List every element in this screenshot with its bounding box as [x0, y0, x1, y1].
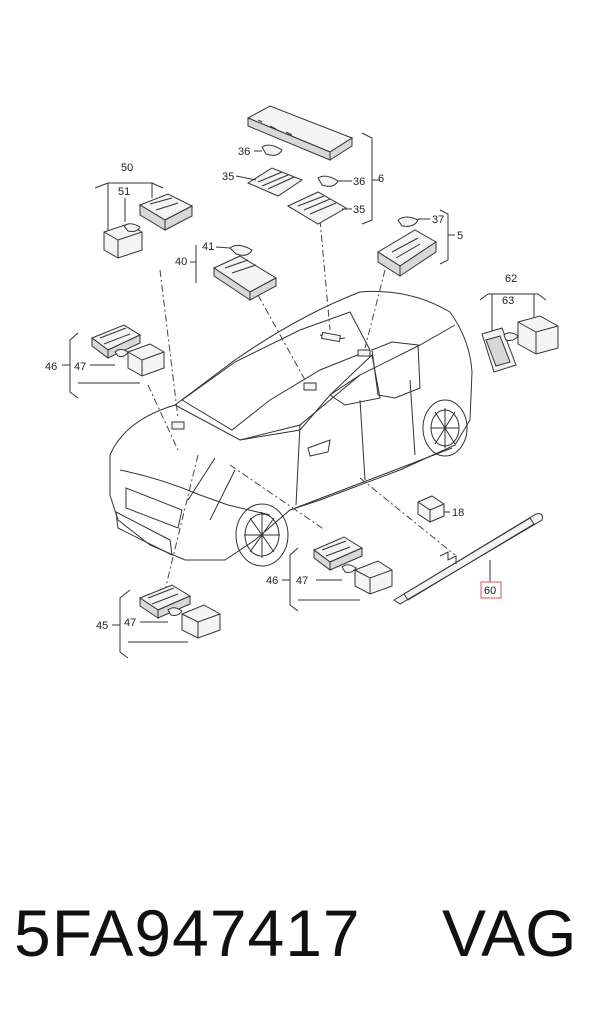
- callout-47-lower: 47: [124, 617, 136, 629]
- callout-60: 60: [484, 585, 496, 597]
- parts-diagram: 50 51 36 35 36 6 35 37 5 41 40 62 63 46 …: [45, 105, 559, 659]
- part-6-roof-light: [246, 105, 354, 225]
- bracket-5: [439, 209, 455, 265]
- light-markers: [171, 331, 371, 430]
- callout-45: 45: [96, 620, 108, 632]
- part-50-luggage-light: [94, 182, 194, 259]
- callout-37: 37: [432, 214, 444, 226]
- part-40-footwell-light: [190, 244, 278, 301]
- callout-35-upper: 35: [222, 171, 234, 183]
- callout-46-left: 46: [45, 361, 57, 373]
- callout-labels: 50 51 36 35 36 6 35 37 5 41 40 62 63 46 …: [45, 146, 517, 632]
- callout-36-upper: 36: [238, 146, 250, 158]
- part-number: 5FA947417: [14, 896, 361, 970]
- leader-lines: [147, 219, 456, 591]
- callout-50: 50: [121, 162, 133, 174]
- part-46-right-door: [282, 536, 393, 612]
- callout-63: 63: [502, 295, 514, 307]
- part-62-vanity-light: [479, 293, 559, 373]
- callout-35-right: 35: [353, 204, 365, 216]
- callout-40: 40: [175, 256, 187, 268]
- part-60-sill-trim: [393, 513, 543, 605]
- brand-label: VAG: [442, 896, 577, 970]
- callout-60-highlight: [480, 581, 502, 599]
- callout-36-right: 36: [353, 176, 365, 188]
- callout-5: 5: [457, 230, 463, 242]
- part-5-reading-light: [377, 216, 437, 277]
- part-46-left-upper: [62, 324, 165, 399]
- part-18-bulb-socket: [417, 495, 450, 523]
- bracket-6: [361, 132, 380, 225]
- car-illustration: [109, 290, 473, 567]
- callout-51: 51: [118, 186, 130, 198]
- callout-47-right: 47: [296, 575, 308, 587]
- callout-47-left: 47: [74, 361, 86, 373]
- callout-41: 41: [202, 241, 214, 253]
- callout-18: 18: [452, 507, 464, 519]
- part-45-left-lower: [112, 584, 221, 659]
- footer: 5FA947417 VAG: [0, 888, 600, 978]
- callout-62: 62: [505, 273, 517, 285]
- callout-6: 6: [378, 173, 384, 185]
- callout-46-right: 46: [266, 575, 278, 587]
